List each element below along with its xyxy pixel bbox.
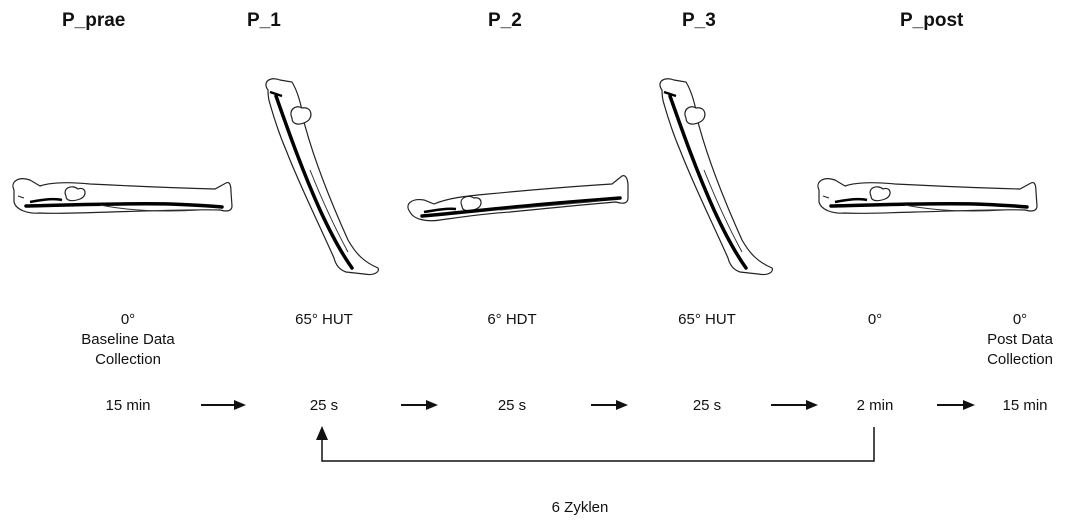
stage-duration-1: 25 s bbox=[254, 396, 394, 416]
stage-note-5-line1: Post Data bbox=[966, 330, 1074, 350]
head-up-tilt-body-icon-3 bbox=[660, 79, 772, 275]
stage-duration-5: 15 min bbox=[976, 396, 1074, 416]
stage-note-0-line2: Collection bbox=[38, 350, 218, 370]
supine-body-icon-prae bbox=[13, 179, 232, 214]
cycle-loop-arrow bbox=[316, 426, 874, 461]
stage-note-0-line1: Baseline Data bbox=[38, 330, 218, 350]
head-up-tilt-body-icon-1 bbox=[266, 79, 378, 275]
stage-angle-3: 65° HUT bbox=[637, 310, 777, 330]
stage-angle-0: 0° bbox=[38, 310, 218, 330]
arrow-right-icon bbox=[401, 400, 438, 410]
cycle-count-label: 6 Zyklen bbox=[520, 498, 640, 518]
head-down-tilt-body-icon bbox=[408, 176, 628, 221]
arrow-right-icon bbox=[201, 400, 246, 410]
stage-angle-5: 0° bbox=[966, 310, 1074, 330]
stage-angle-2: 6° HDT bbox=[442, 310, 582, 330]
arrow-right-icon bbox=[591, 400, 628, 410]
stage-angle-1: 65° HUT bbox=[254, 310, 394, 330]
stage-duration-0: 15 min bbox=[58, 396, 198, 416]
stage-duration-2: 25 s bbox=[442, 396, 582, 416]
stage-angle-4: 0° bbox=[805, 310, 945, 330]
stage-note-5-line2: Collection bbox=[966, 350, 1074, 370]
stage-duration-4: 2 min bbox=[805, 396, 945, 416]
supine-body-icon-post bbox=[818, 179, 1037, 214]
stage-duration-3: 25 s bbox=[637, 396, 777, 416]
